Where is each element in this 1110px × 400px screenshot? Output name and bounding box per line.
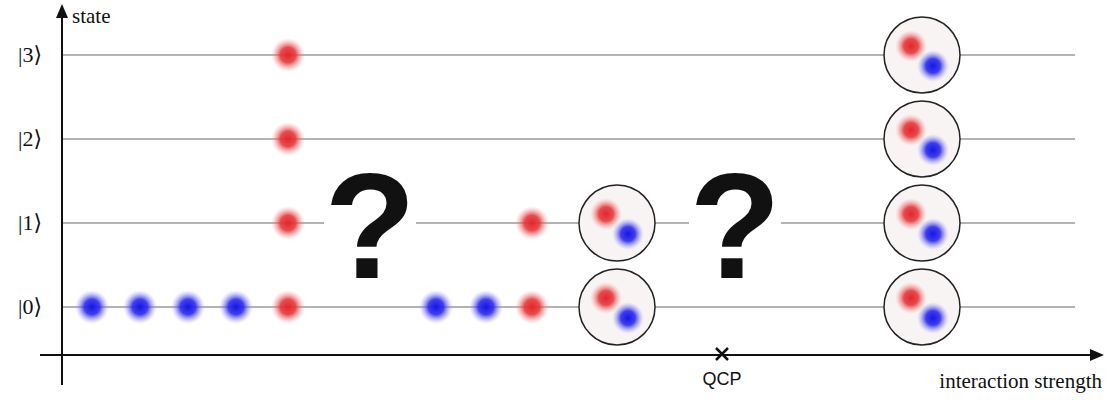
- molecule-pairs: [579, 17, 960, 345]
- state-ket: |3⟩: [18, 44, 42, 66]
- question-mark: ?: [324, 151, 416, 301]
- axes: [40, 4, 1104, 385]
- boson-blobs: [75, 290, 503, 324]
- state-ket: |1⟩: [18, 212, 42, 234]
- state-ket: |2⟩: [18, 128, 42, 150]
- qcp-cross: [716, 348, 728, 360]
- fermion-blobs: [271, 38, 549, 324]
- qcp-label: QCP: [702, 370, 741, 388]
- question-mark: ?: [689, 151, 781, 301]
- state-ket: |0⟩: [18, 296, 42, 318]
- axis-label: interaction strength: [939, 371, 1102, 392]
- axis-label: state: [72, 6, 110, 27]
